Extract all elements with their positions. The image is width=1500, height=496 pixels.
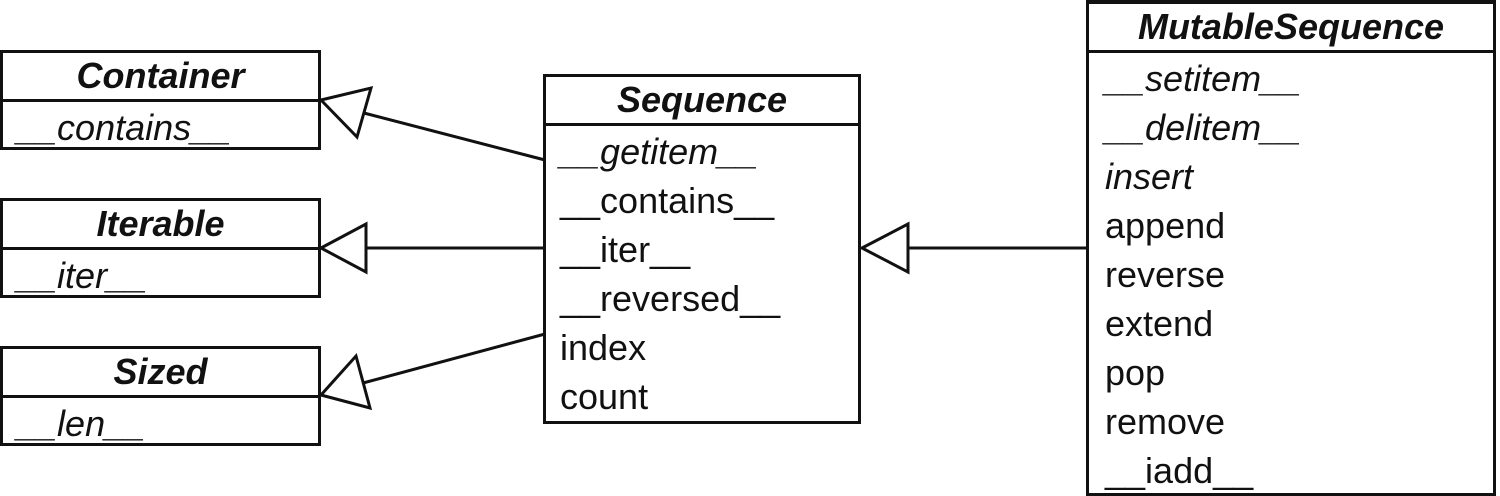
method-list-sequence: __getitem__ __contains__ __iter__ __reve… — [546, 126, 858, 421]
method-sequence-contains: __contains__ — [560, 180, 775, 221]
method-iterable-iter: __iter__ — [17, 255, 148, 296]
class-name-sequence: Sequence — [546, 77, 858, 126]
method-mutablesequence-delitem: __delitem__ — [1105, 107, 1302, 148]
method-sequence-iter: __iter__ — [560, 229, 691, 270]
method-mutablesequence-iadd: __iadd__ — [1105, 450, 1254, 491]
method-sequence-count: count — [560, 376, 649, 417]
method-list-container: __contains__ — [3, 102, 318, 152]
method-container-contains: __contains__ — [17, 107, 232, 148]
class-name-mutablesequence: MutableSequence — [1089, 4, 1493, 53]
method-mutablesequence-remove: remove — [1105, 401, 1226, 442]
sequence-to-container-line — [359, 110, 546, 162]
method-list-sized: __len__ — [3, 398, 318, 448]
method-mutablesequence-extend: extend — [1105, 303, 1214, 344]
mutablesequence-to-sequence-arrowhead — [858, 221, 910, 275]
method-list-mutablesequence: __setitem__ __delitem__ insert append re… — [1089, 53, 1493, 495]
class-sequence: Sequence __getitem__ __contains__ __iter… — [543, 74, 861, 424]
class-container: Container __contains__ — [0, 50, 321, 150]
sequence-to-iterable-arrowhead — [317, 221, 368, 275]
class-sized: Sized __len__ — [0, 346, 321, 446]
method-list-iterable: __iter__ — [3, 250, 318, 300]
class-iterable: Iterable __iter__ — [0, 198, 321, 298]
method-sequence-reversed: __reversed__ — [560, 278, 781, 319]
method-sequence-getitem: __getitem__ — [560, 131, 759, 172]
sequence-to-sized-line — [362, 332, 546, 385]
method-mutablesequence-insert: insert — [1105, 156, 1194, 197]
method-sequence-index: index — [560, 327, 647, 368]
method-sized-len: __len__ — [17, 403, 146, 444]
sequence-to-sized-arrowhead — [318, 352, 373, 411]
method-mutablesequence-append: append — [1105, 205, 1226, 246]
class-name-iterable: Iterable — [3, 201, 318, 250]
method-mutablesequence-pop: pop — [1105, 352, 1166, 393]
method-mutablesequence-reverse: reverse — [1105, 254, 1226, 295]
class-name-container: Container — [3, 53, 318, 102]
sequence-to-container-arrowhead — [318, 85, 374, 140]
class-mutablesequence: MutableSequence __setitem__ __delitem__ … — [1086, 0, 1496, 496]
method-mutablesequence-setitem: __setitem__ — [1105, 58, 1302, 99]
class-name-sized: Sized — [3, 349, 318, 398]
